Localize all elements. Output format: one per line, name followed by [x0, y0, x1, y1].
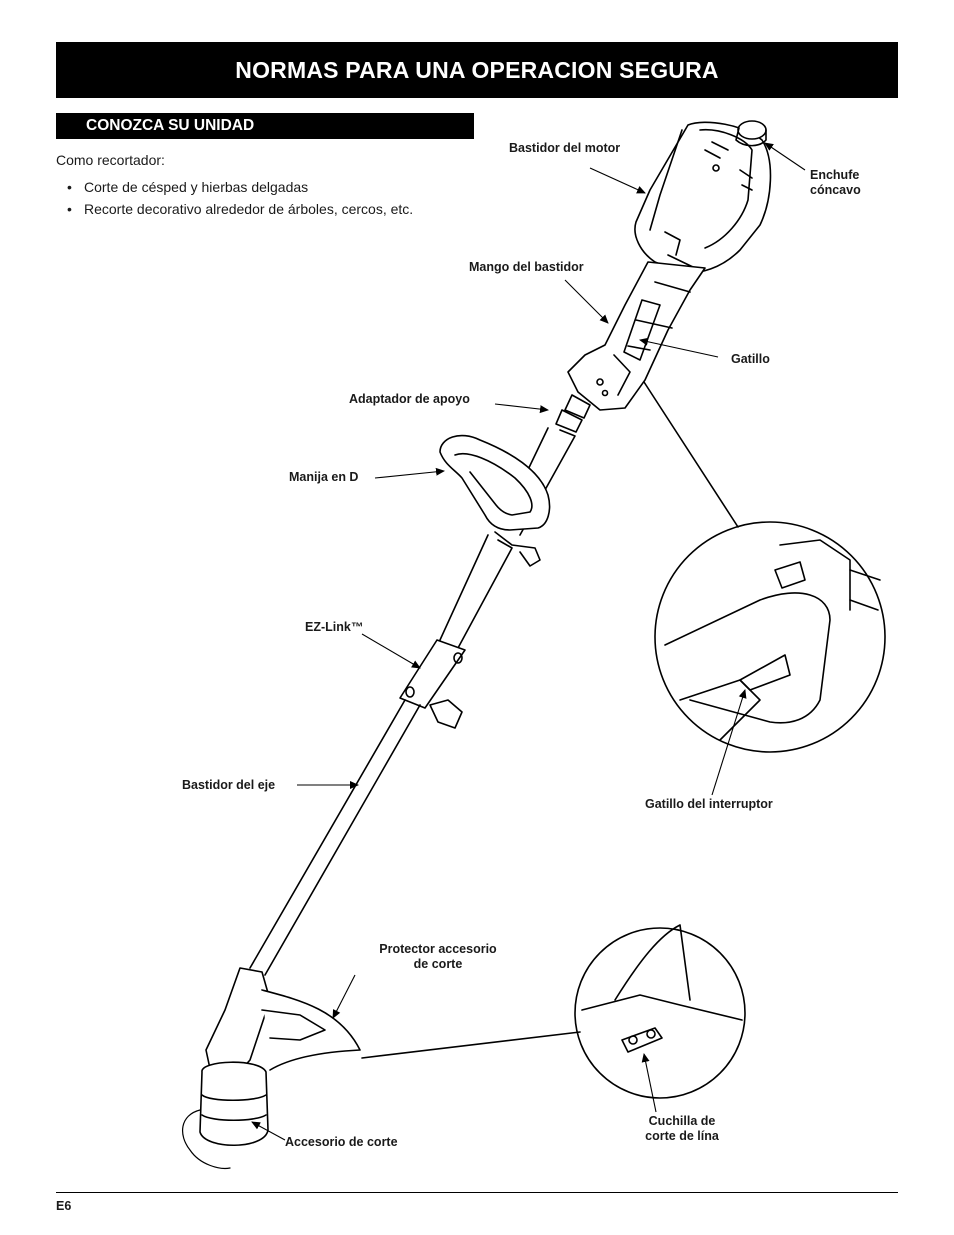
lower-shaft	[249, 699, 421, 976]
label-shaft-housing: Bastidor del eje	[182, 778, 276, 792]
label-housing-handle: Mango del bastidor	[469, 260, 584, 274]
list-item-text: Corte de césped y hierbas delgadas	[84, 179, 309, 195]
label-support-adapter: Adaptador de apoyo	[349, 392, 470, 406]
leader-trigger	[639, 337, 719, 358]
cutting-head	[182, 967, 361, 1170]
motor-housing	[634, 120, 772, 274]
ez-link-shaft	[399, 534, 513, 729]
label-guard-2: de corte	[413, 957, 463, 971]
label-switch-trigger: Gatillo del interruptor	[645, 797, 773, 811]
leader-line-blade	[641, 1053, 657, 1113]
leader-d-handle	[374, 467, 445, 479]
label-guard-1: Protector accesorio	[379, 942, 497, 956]
label-d-handle: Manija en D	[289, 470, 359, 484]
leader-housing-handle	[564, 279, 609, 324]
footer-rule	[56, 1192, 898, 1193]
page-title: NORMAS PARA UNA OPERACION SEGURA	[235, 56, 719, 83]
leader-cutting-attachment	[251, 1121, 286, 1141]
leader-support-adapter	[494, 403, 549, 414]
label-female-plug-2: cóncavo	[810, 183, 861, 197]
switch-trigger-inset	[654, 521, 886, 753]
leader-switch-trigger	[711, 689, 747, 796]
page-number: E6	[56, 1199, 72, 1213]
leader-motor-housing	[589, 167, 646, 194]
leader-ez-link	[361, 633, 421, 669]
label-line-blade-2: corte de lína	[645, 1129, 719, 1143]
list-item: • Corte de césped y hierbas delgadas	[56, 179, 413, 195]
leader-guard	[332, 974, 356, 1019]
label-female-plug-1: Enchufe	[810, 168, 860, 182]
list-item-text: Recorte decorativo alrededor de árboles,…	[84, 201, 414, 217]
header-bar: NORMAS PARA UNA OPERACION SEGURA	[56, 42, 898, 98]
bullet-list: • Corte de césped y hierbas delgadas • Rec…	[56, 179, 413, 223]
label-cutting-attachment: Accesorio de corte	[285, 1135, 398, 1149]
label-motor-housing: Bastidor del motor	[509, 141, 621, 155]
line-blade-inset	[574, 924, 746, 1099]
intro-text: Como recortador:	[56, 152, 165, 168]
connector-line	[643, 381, 739, 528]
bullet-dot: •	[67, 179, 72, 195]
leader-female-plug	[764, 142, 806, 171]
bullet-dot: •	[67, 201, 72, 217]
section-bar: CONOZCA SU UNIDAD	[56, 113, 474, 139]
list-item: • Recorte decorativo alrededor de árboles…	[56, 201, 413, 217]
label-ez-link: EZ-Link™	[305, 620, 364, 634]
d-handle	[439, 434, 551, 567]
connector-line	[361, 1031, 581, 1059]
section-title: CONOZCA SU UNIDAD	[86, 117, 255, 134]
housing-handle	[567, 261, 706, 411]
label-trigger: Gatillo	[731, 352, 770, 366]
label-line-blade-1: Cuchilla de	[648, 1114, 716, 1128]
